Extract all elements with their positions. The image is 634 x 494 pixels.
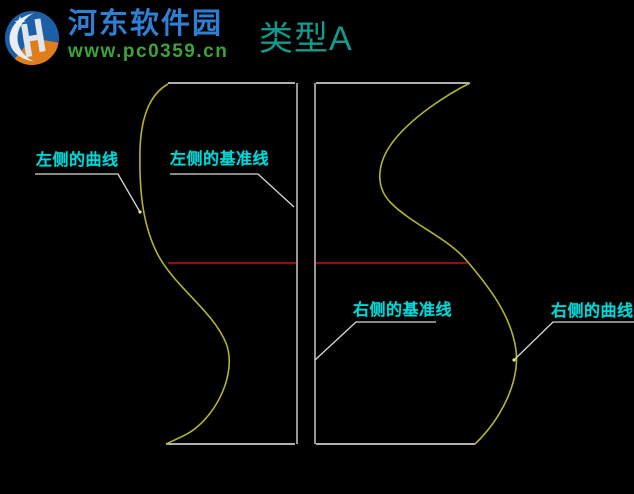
hedong-logo-icon [5, 11, 59, 66]
drawing-title: 类型A [259, 20, 353, 58]
watermark-text: 河东软件园 www.pc0359.cn [68, 8, 228, 62]
left-profile-curve [139, 83, 230, 445]
watermark: 河东软件园 www.pc0359.cn [3, 8, 228, 66]
label-left-baseline: 左侧的基准线 [170, 151, 270, 168]
leader-right-curve [513, 321, 634, 361]
site-name: 河东软件园 [68, 8, 224, 40]
label-left-curve: 左侧的曲线 [36, 152, 119, 169]
label-right-curve: 右侧的曲线 [551, 303, 634, 320]
site-url: www.pc0359.cn [68, 41, 229, 62]
label-right-baseline: 右侧的基准线 [353, 302, 453, 319]
leader-point-right [512, 358, 516, 362]
star-icon [14, 16, 26, 27]
leader-left-baseline [170, 173, 295, 208]
leader-right-baseline [314, 321, 436, 361]
leader-left-curve [35, 173, 141, 213]
leader-point-left [138, 210, 142, 214]
right-profile-curve [379, 82, 518, 445]
